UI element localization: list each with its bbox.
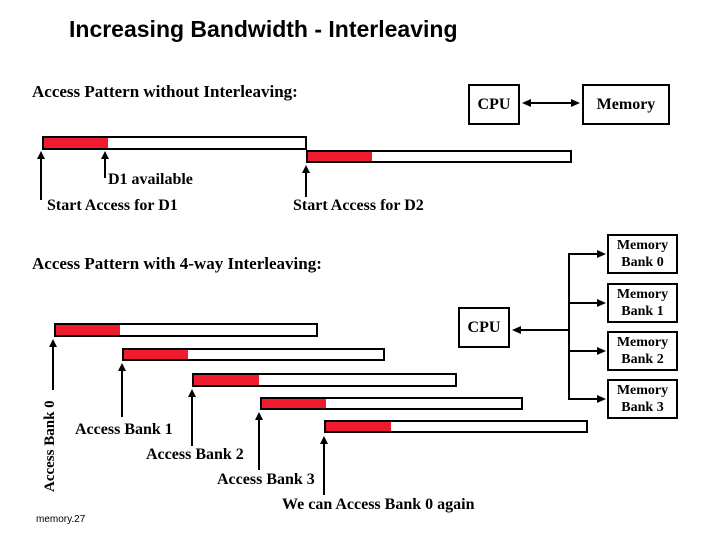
- bus-branch-cpu: [521, 329, 568, 331]
- access-time-segment: [124, 350, 188, 359]
- memory-box-label: Memory: [596, 95, 656, 113]
- memory-box: Memory: [582, 84, 670, 125]
- access-time-segment: [56, 325, 120, 335]
- arrow-up-head-icon: [255, 412, 263, 420]
- timing-bar: [306, 150, 572, 163]
- access-time-segment: [326, 422, 391, 431]
- cpu-box-label: CPU: [477, 95, 511, 113]
- section-heading-no-interleaving: Access Pattern without Interleaving:: [32, 82, 298, 101]
- memory-bank-3-line1: Memory: [616, 383, 669, 398]
- bus-trunk-line: [568, 253, 570, 400]
- cpu-box-interleaved: CPU: [458, 307, 510, 348]
- d1-available-label: D1 available: [108, 171, 193, 188]
- bus-branch-bank0: [570, 253, 598, 255]
- section-heading-interleaving: Access Pattern with 4-way Interleaving:: [32, 254, 322, 273]
- access-time-segment: [308, 152, 372, 161]
- slide-number: memory.27: [36, 514, 86, 525]
- memory-bank-1-line1: Memory: [616, 287, 669, 302]
- start-access-d1-label: Start Access for D1: [47, 197, 178, 214]
- start-access-d2-label: Start Access for D2: [293, 197, 424, 214]
- access-time-segment: [44, 138, 108, 148]
- timing-bar: [122, 348, 385, 361]
- bus-branch-bank2: [570, 350, 598, 352]
- arrow-up-head-icon: [188, 389, 196, 397]
- access-time-segment: [262, 399, 326, 408]
- memory-bank-0-line1: Memory: [616, 238, 669, 253]
- timing-bar: [324, 420, 588, 433]
- arrow-right-head-icon: [597, 299, 606, 307]
- arrow-up-head-icon: [320, 436, 328, 444]
- memory-bank-1-line2: Bank 1: [621, 304, 664, 319]
- arrow-up-head-icon: [101, 151, 109, 159]
- arrow-left-head-icon: [522, 99, 531, 107]
- arrow-shaft: [40, 158, 42, 200]
- memory-bank-0-box: Memory Bank 0: [607, 234, 678, 274]
- arrow-right-head-icon: [597, 250, 606, 258]
- bus-branch-bank3: [570, 398, 598, 400]
- cpu-box: CPU: [468, 84, 520, 125]
- memory-bank-2-line1: Memory: [616, 335, 669, 350]
- memory-bank-2-line2: Bank 2: [621, 352, 664, 367]
- arrow-shaft: [323, 443, 325, 495]
- arrow-up-head-icon: [302, 165, 310, 173]
- timing-bar: [192, 373, 457, 387]
- memory-bank-3-box: Memory Bank 3: [607, 379, 678, 419]
- memory-bank-2-box: Memory Bank 2: [607, 331, 678, 371]
- arrow-up-head-icon: [118, 363, 126, 371]
- arrow-shaft: [258, 419, 260, 470]
- access-bank2-label: Access Bank 2: [146, 446, 244, 463]
- access-bank0-again-label: We can Access Bank 0 again: [282, 496, 475, 513]
- memory-bank-1-box: Memory Bank 1: [607, 283, 678, 323]
- memory-bank-3-line2: Bank 3: [621, 400, 664, 415]
- arrow-left-head-icon: [512, 326, 521, 334]
- arrow-shaft: [104, 158, 106, 178]
- slide-title: Increasing Bandwidth - Interleaving: [69, 16, 458, 42]
- access-bank1-label: Access Bank 1: [75, 421, 173, 438]
- timing-bar: [42, 136, 307, 150]
- arrow-up-head-icon: [49, 339, 57, 347]
- bus-branch-bank1: [570, 302, 598, 304]
- arrow-shaft: [52, 346, 54, 390]
- access-bank0-vertical-label: Access Bank 0: [42, 400, 58, 492]
- timing-bar: [260, 397, 523, 410]
- access-time-segment: [194, 375, 259, 385]
- cpu-box-interleaved-label: CPU: [467, 318, 501, 336]
- arrow-shaft: [191, 396, 193, 446]
- arrow-shaft: [305, 172, 307, 197]
- arrow-shaft: [121, 370, 123, 417]
- arrow-right-head-icon: [597, 347, 606, 355]
- memory-bank-0-line2: Bank 0: [621, 255, 664, 270]
- arrow-up-head-icon: [37, 151, 45, 159]
- arrow-shaft: [529, 102, 573, 104]
- arrow-right-head-icon: [571, 99, 580, 107]
- timing-bar: [54, 323, 318, 337]
- arrow-right-head-icon: [597, 395, 606, 403]
- access-bank3-label: Access Bank 3: [217, 471, 315, 488]
